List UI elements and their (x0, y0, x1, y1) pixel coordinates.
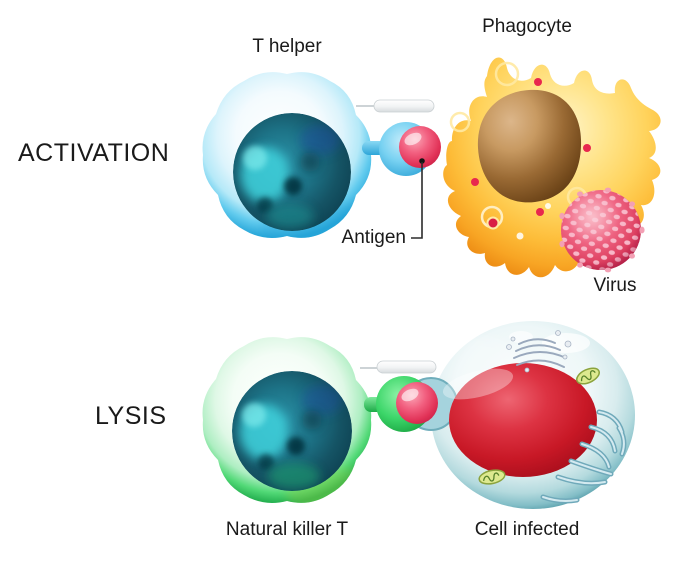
lysis-section-label: LYSIS (95, 402, 167, 430)
phagocyte-nucleus (477, 89, 582, 203)
infected-cell (404, 321, 635, 509)
receptor-bar-bottom (360, 360, 437, 374)
antigen-ball-bottom (396, 382, 438, 424)
virus-particle (559, 187, 645, 273)
antigen-receptor-complex-bottom (376, 376, 438, 432)
cell-infected-label: Cell infected (474, 519, 580, 540)
mitochondrion (576, 367, 600, 385)
tcr-receptor-bar-top (356, 99, 435, 113)
antigen-label: Antigen (341, 227, 406, 248)
golgi-apparatus (506, 330, 572, 373)
antigen-pointer-line (411, 158, 425, 239)
phagocyte-cytoplasm-vesicles (449, 61, 591, 240)
virus-label: Virus (593, 275, 637, 296)
activation-section-label: ACTIVATION (18, 139, 170, 167)
mitochondrion (478, 469, 506, 485)
virus-surface-spikes (559, 187, 645, 273)
phagocyte-label: Phagocyte (482, 16, 572, 37)
t-helper-nucleus (233, 113, 351, 231)
nk-cell-nucleus (232, 371, 352, 491)
natural-killer-t-label: Natural killer T (225, 519, 349, 540)
t-helper-label: T helper (252, 36, 322, 57)
infected-cell-nucleus (449, 363, 597, 477)
antigen-receptor-complex-top (379, 122, 441, 176)
endoplasmic-reticulum (540, 409, 627, 504)
